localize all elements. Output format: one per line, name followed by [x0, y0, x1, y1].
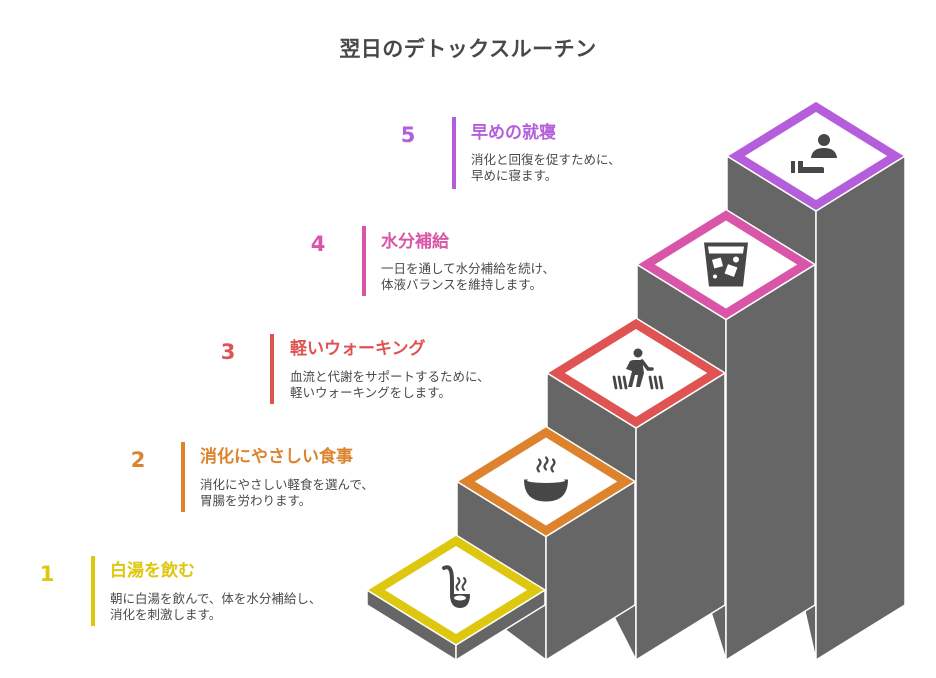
step-description-line1: 血流と代謝をサポートするために、: [290, 369, 490, 384]
step-number: 1: [39, 562, 55, 586]
block-right-face: [725, 263, 816, 662]
step-number: 3: [220, 340, 236, 364]
step-description-line1: 消化と回復を促すために、: [471, 152, 621, 167]
step-divider: [362, 226, 366, 296]
step-description-line1: 消化にやさしい軽食を選んで、: [200, 477, 374, 492]
soup-bowl-icon: [524, 456, 568, 502]
ladle-icon: [442, 565, 470, 608]
page-title: 翌日のデトックスルーチン: [339, 37, 597, 61]
step-number: 2: [130, 448, 146, 472]
step-top-surface: [384, 546, 528, 634]
step-description-line1: 一日を通して水分補給を続け、: [381, 261, 556, 276]
step-description-line2: 胃腸を労わります。: [200, 493, 312, 508]
step-number: 4: [310, 232, 326, 256]
step-title: 水分補給: [381, 232, 449, 252]
step-title: 早めの就寝: [471, 123, 556, 143]
walking-person-icon: [612, 348, 664, 390]
step-title: 白湯を飲む: [110, 561, 195, 581]
step-description-line2: 消化を刺激します。: [110, 607, 222, 622]
step-block-1: [365, 534, 547, 662]
step-number: 5: [400, 123, 416, 147]
step-description-line1: 朝に白湯を飲んで、体を水分補給し、: [110, 591, 322, 606]
step-divider: [91, 556, 95, 626]
step-description-line2: 軽いウォーキングをします。: [290, 385, 451, 400]
step-divider: [181, 442, 185, 512]
step-divider: [270, 334, 274, 404]
sleeping-person-icon: [791, 134, 837, 173]
glass-with-ice-icon: [704, 242, 748, 287]
step-title: 軽いウォーキング: [290, 339, 426, 359]
step-divider: [452, 117, 456, 189]
step-description-line2: 早めに寝ます。: [471, 168, 558, 183]
step-title: 消化にやさしい食事: [200, 447, 353, 467]
step-description-line2: 体液バランスを維持します。: [381, 277, 543, 292]
block-right-face: [815, 154, 906, 662]
